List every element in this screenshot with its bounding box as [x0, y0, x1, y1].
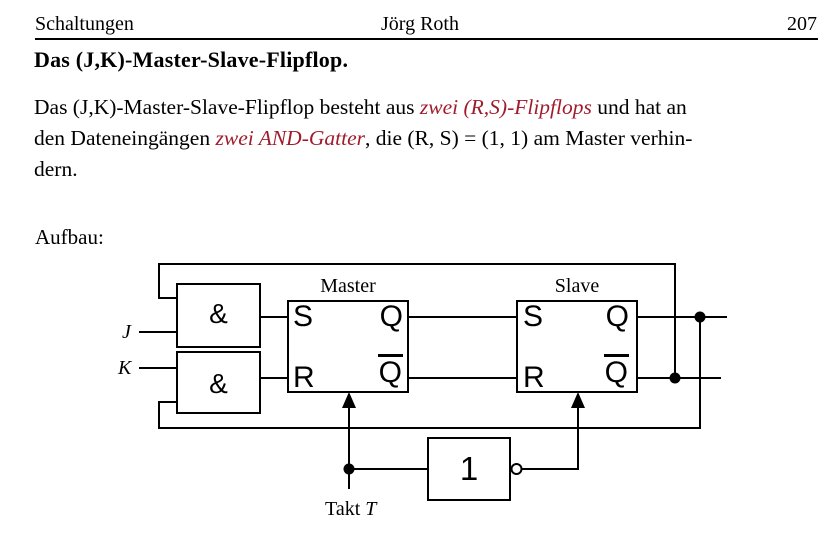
emphasis-rs-flipflops: zwei (R,S)-Flipflops	[419, 95, 592, 119]
junction-dot-qbar	[669, 372, 681, 384]
wire-q-feedback-bottom	[158, 317, 701, 429]
slave-caption: Slave	[554, 275, 600, 297]
and-gate-1-symbol: &	[209, 298, 228, 329]
header-author: Jörg Roth	[381, 13, 459, 35]
clock-arrowhead-master	[342, 392, 356, 408]
paragraph-text: , die (R, S) = (1, 1) am Master verhin-	[365, 126, 693, 150]
header-section-title: Schaltungen	[35, 13, 134, 35]
slave-s-label: S	[523, 300, 544, 333]
paragraph-text: dern.	[34, 157, 78, 181]
slave-q-label: Q	[605, 300, 629, 333]
wire-inverter-to-slave	[521, 394, 579, 470]
clock-arrowhead-slave	[571, 392, 585, 408]
junction-dot-q	[694, 311, 706, 323]
junction-dot-clock	[343, 463, 355, 475]
header-rule	[35, 38, 818, 40]
master-flipflop-box	[287, 300, 409, 393]
inverter-bubble	[510, 463, 523, 475]
paragraph-text: und hat an	[591, 95, 687, 119]
slave-qbar-glyph: Q	[603, 354, 629, 389]
slave-flipflop-box	[516, 300, 638, 393]
emphasis-and-gatter: zwei AND-Gatter	[215, 126, 365, 150]
intro-paragraph: Das (J,K)-Master-Slave-Flipflop besteht …	[34, 92, 804, 185]
paragraph-text: Das (J,K)-Master-Slave-Flipflop besteht …	[34, 95, 420, 119]
clock-label: Takt T	[325, 498, 376, 521]
master-caption: Master	[320, 275, 376, 297]
k-input-label: K	[118, 357, 132, 379]
master-s-label: S	[293, 300, 314, 333]
inverter-symbol: 1	[459, 450, 479, 487]
master-qbar-glyph: Q	[377, 354, 403, 389]
page-title: Das (J,K)-Master-Slave-Flipflop.	[34, 47, 349, 72]
and-gate-1-box	[176, 283, 261, 348]
slave-r-label: R	[523, 361, 545, 394]
clock-label-text: Takt	[325, 498, 366, 520]
inverter-box	[427, 437, 511, 501]
master-qbar-label: Q	[288, 354, 403, 388]
and-gate-2-symbol: &	[209, 368, 228, 399]
wire-qbar-feedback-top	[158, 263, 675, 299]
master-q-label: Q	[379, 300, 403, 333]
clock-symbol: T	[365, 498, 377, 520]
aufbau-label: Aufbau:	[35, 225, 104, 249]
and-gate-2-box	[176, 351, 261, 414]
j-input-label: J	[122, 321, 131, 343]
paragraph-text: den Dateneingängen	[34, 126, 216, 150]
header-page-number: 207	[787, 13, 817, 35]
slave-qbar-label: Q	[517, 354, 629, 388]
master-r-label: R	[293, 361, 315, 394]
